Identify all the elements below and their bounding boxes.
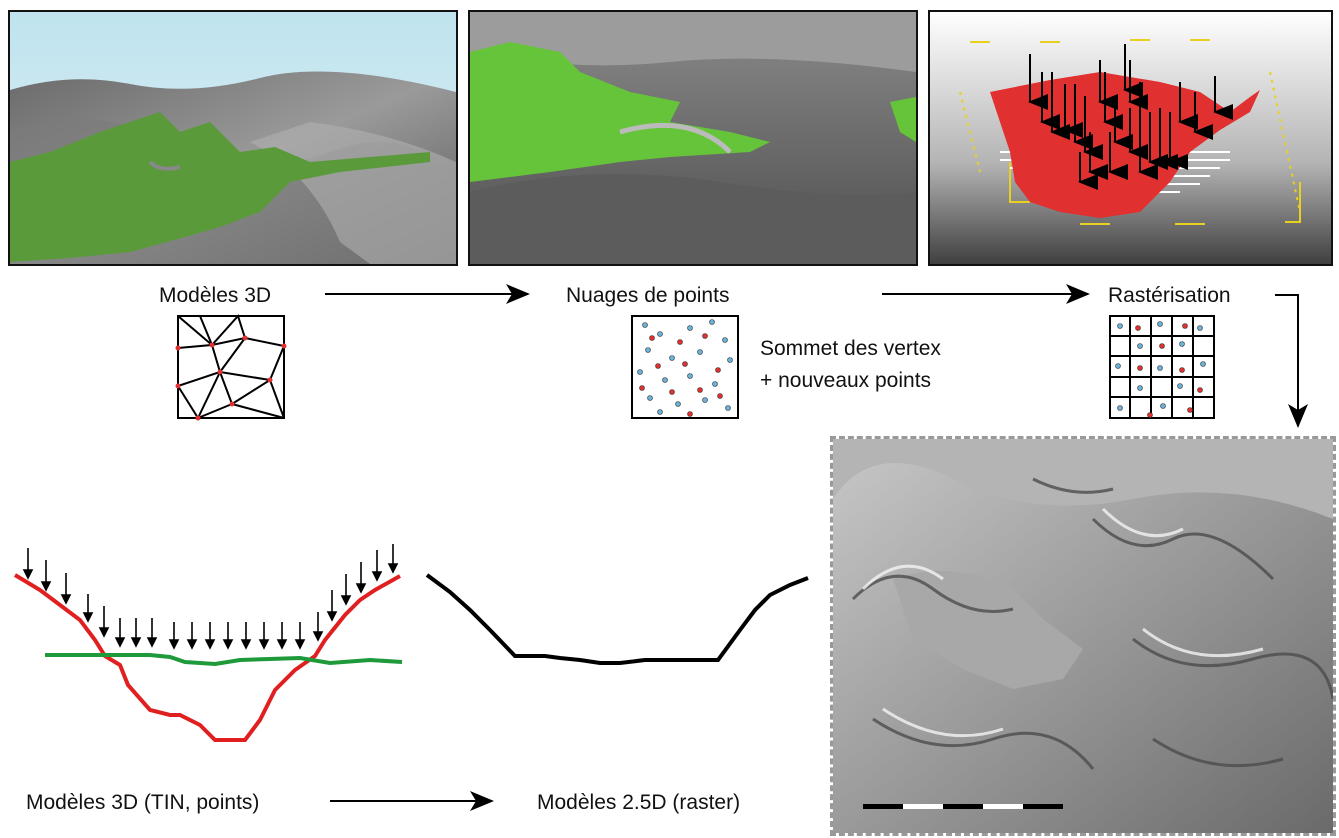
tin-mesh-icon — [175, 314, 287, 421]
label-nouveaux-points: + nouveaux points — [760, 369, 932, 392]
label-rasterisation: Rastérisation — [1108, 284, 1231, 307]
label-modeles-3d-tin: Modèles 3D (TIN, points) — [26, 791, 260, 814]
lake-surface — [10, 112, 430, 262]
bounding-frame — [959, 39, 1301, 225]
point-cloud-render — [470, 12, 916, 264]
profile-25d-line — [425, 573, 809, 665]
scale-bar — [863, 804, 1063, 809]
hillshade-render — [833, 439, 1333, 833]
panel-3d-model — [8, 10, 458, 266]
green-surface-line — [45, 653, 403, 667]
red-terrain-line — [13, 573, 401, 742]
panel-point-cloud — [468, 10, 918, 266]
point-cloud-icon — [631, 315, 739, 419]
arrow-raster-to-dem — [1275, 294, 1308, 428]
profile-3d — [13, 544, 403, 742]
label-modeles-3d: Modèles 3D — [159, 284, 272, 307]
label-nuages-de-points: Nuages de points — [566, 284, 730, 307]
label-sommet-vertex: Sommet des vertex — [760, 337, 941, 360]
projection-arrows — [1028, 44, 1233, 190]
raster-grid-icon — [1109, 315, 1215, 419]
terrain-3d-render — [10, 12, 456, 264]
label-modeles-25d: Modèles 2.5D (raster) — [537, 791, 741, 814]
rasterisation-render — [930, 12, 1331, 264]
panel-dem-hillshade — [830, 436, 1336, 836]
lake-surface-bright — [470, 42, 770, 182]
panel-rasterisation — [928, 10, 1333, 266]
sampling-arrows — [22, 544, 399, 650]
